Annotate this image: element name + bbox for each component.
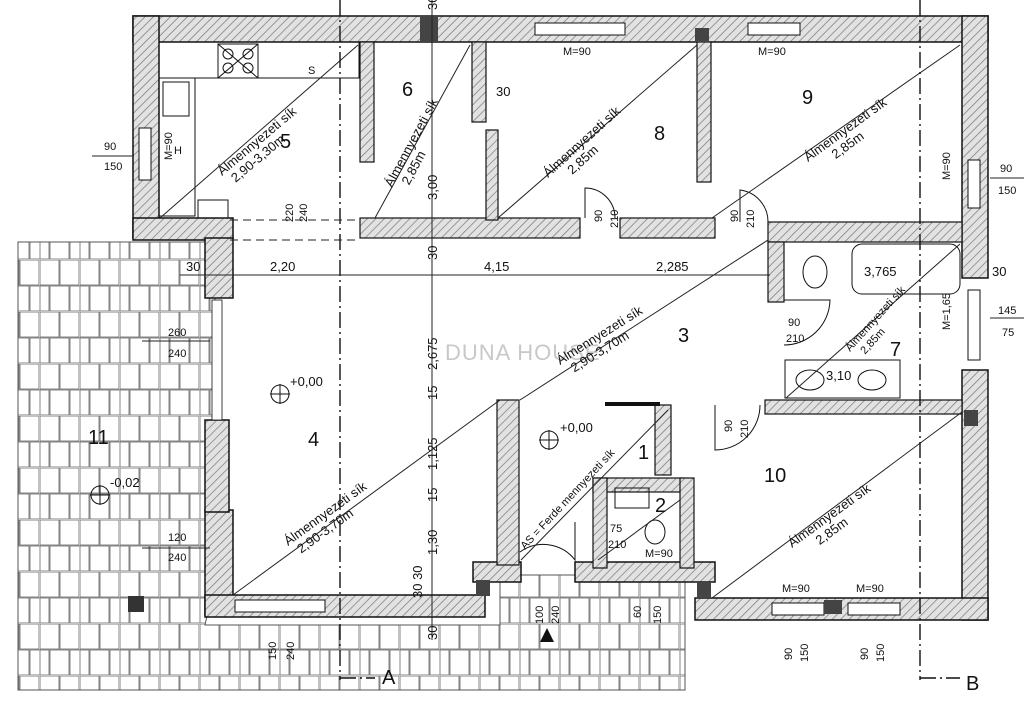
opening-145: 145 — [998, 305, 1016, 317]
dim-15-b: 15 — [425, 488, 440, 502]
dim-2-285: 2,285 — [656, 259, 689, 274]
opening-60: 60 — [632, 606, 644, 618]
dim-30-room8: 30 — [496, 84, 510, 99]
opening-left-height: 150 — [104, 161, 122, 173]
level-room-11: -0,02 — [110, 475, 140, 490]
door-swings — [519, 187, 831, 562]
opening-bath-90: 90 — [788, 317, 800, 329]
room-4-label: 4 — [308, 429, 319, 451]
opening-b1-150: 150 — [799, 644, 811, 662]
window-m90-r8: M=90 — [563, 46, 591, 58]
dim-1-30: 1,30 — [425, 530, 440, 555]
dim-2-675: 2,675 — [425, 337, 440, 370]
opening-b1-90: 90 — [783, 648, 795, 660]
opening-right-width: 90 — [1000, 163, 1012, 175]
room-11-label: 11 — [88, 427, 109, 449]
opening-wc-210: 210 — [608, 539, 626, 551]
opening-240-a: 240 — [168, 348, 186, 360]
room-10-label: 10 — [764, 465, 786, 487]
ceiling-labels: Álmennyezeti sík 2,90-3,30m Álmennyezeti… — [214, 94, 908, 556]
opening-r10-210: 210 — [739, 420, 751, 438]
opening-m90-side: M=90 — [941, 152, 953, 180]
opening-75: 75 — [1002, 327, 1014, 339]
dim-15-a: 15 — [425, 386, 440, 400]
dim-30-c: 30 — [425, 626, 440, 640]
axis-label-b: B — [966, 673, 979, 695]
windows — [138, 22, 981, 616]
opening-m165: M=1,65 — [941, 293, 953, 330]
dim-1-125: 1,125 — [425, 437, 440, 470]
dim-30-b: 30 — [425, 246, 440, 260]
room-8-label: 8 — [654, 123, 665, 145]
axis-label-a: A — [382, 667, 396, 689]
room-2-label: 2 — [655, 495, 666, 517]
dim-2-20: 2,20 — [270, 259, 295, 274]
opening-r9-210: 210 — [745, 210, 757, 228]
terrace-tiles — [17, 241, 686, 691]
watermark: DUNA HOUSE — [445, 340, 600, 365]
opening-right-height: 150 — [998, 185, 1016, 197]
opening-bath-210: 210 — [786, 333, 804, 345]
room-9-label: 9 — [802, 87, 813, 109]
opening-entry-100: 100 — [534, 606, 546, 624]
inner-walls — [128, 16, 978, 614]
opening-wc-75: 75 — [610, 523, 622, 535]
window-m90-r9: M=90 — [758, 46, 786, 58]
window-m90-r10b: M=90 — [856, 583, 884, 595]
opening-150-wc: 150 — [652, 606, 664, 624]
dim-4-15: 4,15 — [484, 259, 509, 274]
opening-240-k: 240 — [298, 204, 310, 222]
room-1-label: 1 — [638, 442, 649, 464]
opening-r8-90: 90 — [593, 210, 605, 222]
room-7-label: 7 — [890, 339, 901, 361]
opening-220: 220 — [284, 204, 296, 222]
window-m90-wc: M=90 — [645, 548, 673, 560]
opening-b2-90: 90 — [859, 648, 871, 660]
dim-30-30: 30 30 — [410, 565, 425, 598]
dim-3-765: 3,765 — [864, 264, 897, 279]
ceiling-diagonals — [159, 44, 963, 599]
kitchen-h-label: H — [174, 145, 182, 157]
level-room-1: +0,00 — [560, 420, 593, 435]
room-3-label: 3 — [678, 325, 689, 347]
opening-120: 120 — [168, 532, 186, 544]
opening-240-b: 240 — [168, 552, 186, 564]
kitchen-s-label: S — [308, 65, 315, 77]
opening-260: 260 — [168, 327, 186, 339]
dim-3-10: 3,10 — [826, 368, 851, 383]
bathroom-fittings — [614, 243, 961, 545]
level-values: +0,00 +0,00 -0,02 — [110, 374, 593, 490]
opening-r10-90: 90 — [723, 420, 735, 432]
outer-walls — [132, 15, 989, 621]
dim-30-left: 30 — [186, 259, 200, 274]
opening-m90-kitchen: M=90 — [163, 132, 175, 160]
opening-bottom-150: 150 — [267, 642, 279, 660]
dim-3-00: 3,00 — [425, 175, 440, 200]
opening-r9-90: 90 — [729, 210, 741, 222]
level-room-4: +0,00 — [290, 374, 323, 389]
level-markers — [90, 384, 559, 642]
kitchen-fittings — [158, 41, 360, 219]
axis-labels: A B — [382, 667, 979, 695]
opening-bottom-240: 240 — [285, 642, 297, 660]
room-5-label: 5 — [280, 131, 291, 153]
opening-entry-240: 240 — [550, 606, 562, 624]
opening-left-width: 90 — [104, 141, 116, 153]
window-m90-r10a: M=90 — [782, 583, 810, 595]
opening-b2-150: 150 — [875, 644, 887, 662]
axis-lines — [230, 0, 960, 680]
opening-r8-210: 210 — [609, 210, 621, 228]
opening-labels: 90 150 90 150 145 75 260 240 120 240 90 … — [104, 46, 1016, 662]
dimension-texts: 30 2,20 4,15 2,285 3,765 3,10 30 3,00 30… — [186, 0, 1006, 640]
room-6-label: 6 — [402, 79, 413, 101]
dim-30-right: 30 — [992, 264, 1006, 279]
dimension-lines — [92, 0, 1024, 640]
dim-30-top: 30 — [425, 0, 440, 10]
room-numbers: 1 2 3 4 5 6 7 8 9 10 11 — [88, 79, 901, 517]
